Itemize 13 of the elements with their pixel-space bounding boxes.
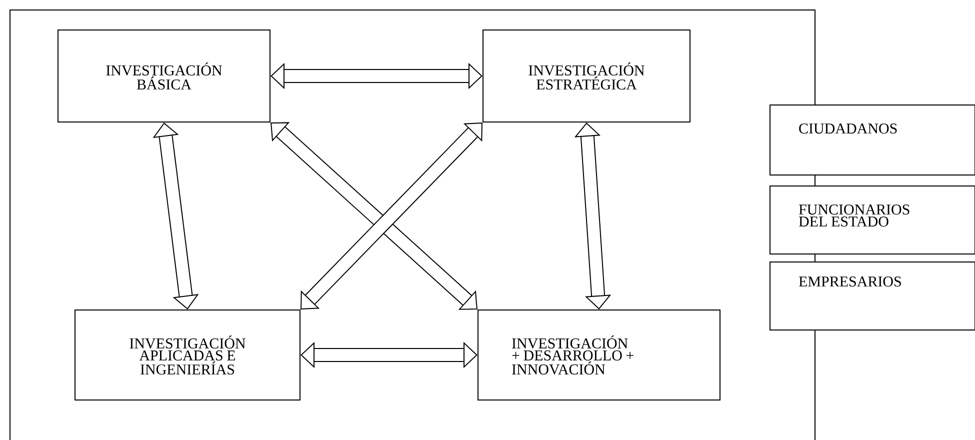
double-arrow [574,122,612,310]
double-arrow [300,122,482,310]
double-arrow [300,342,478,368]
text-box: INVESTIGACIÓN ESTRATÉGICA [482,30,690,122]
text-box: FUNCIONARIOS DEL ESTADO [770,186,975,254]
text-box: INVESTIGACIÓN APLICADAS E INGENIERÍAS [74,310,300,400]
text-box: CIUDADANOS [770,104,975,176]
double-arrow [270,122,478,310]
text-box: INVESTIGACIÓN BÁSICA [58,30,270,122]
double-arrow [270,62,482,90]
text-box: EMPRESARIOS [770,262,975,330]
double-arrow [152,122,199,310]
text-box: INVESTIGACIÓN + DESARROLLO + INNOVACIÓN [478,310,720,400]
